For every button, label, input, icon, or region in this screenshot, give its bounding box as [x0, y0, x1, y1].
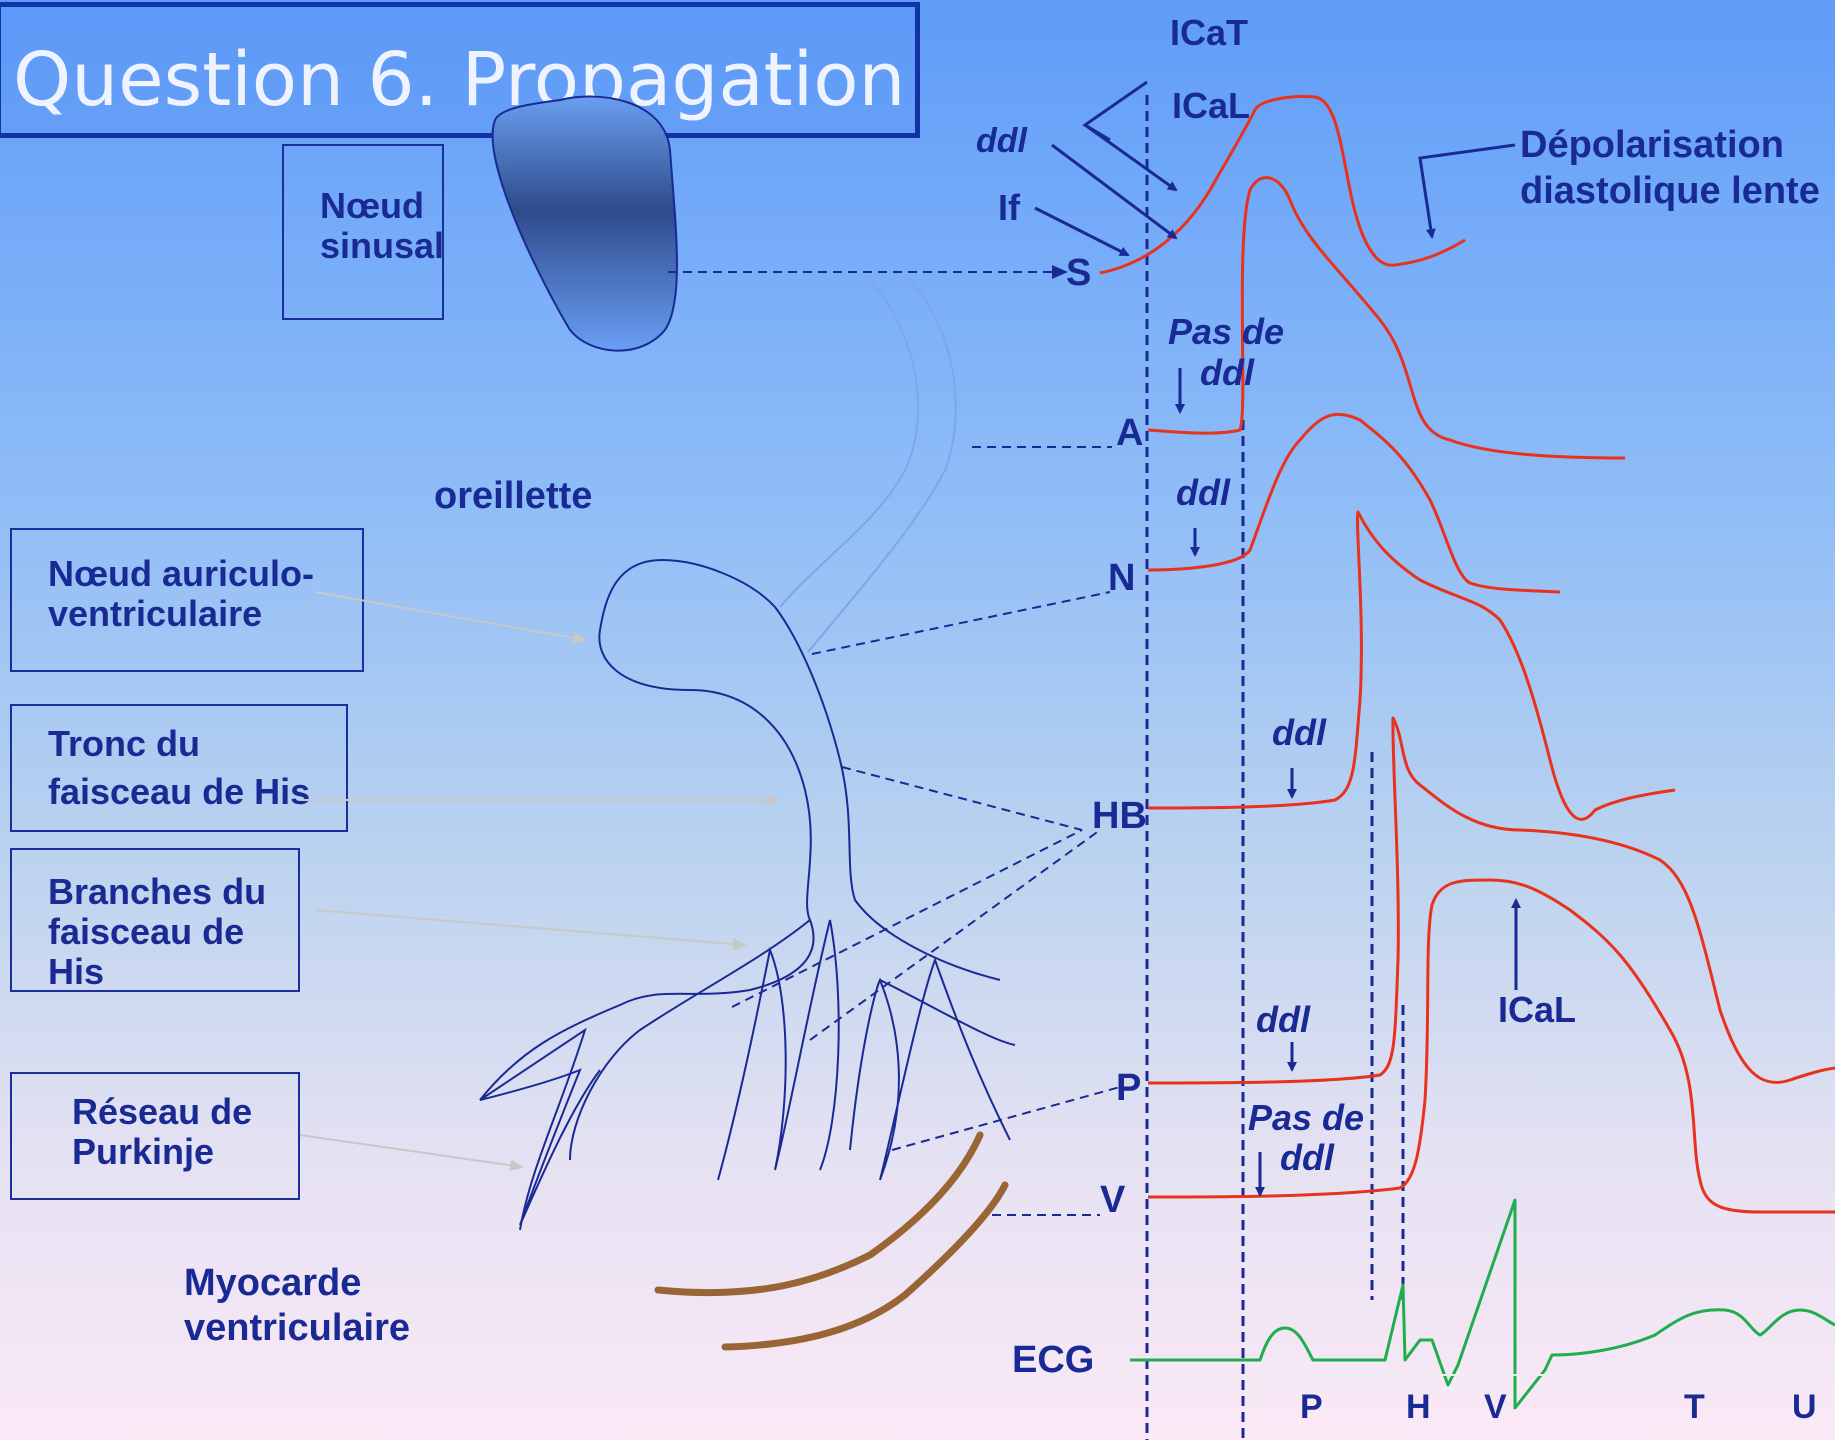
label-icat: ICaT [1170, 12, 1248, 53]
ecg-wave-v: V [1484, 1388, 1507, 1426]
trace-label-p: P [1116, 1067, 1141, 1109]
label-ddl-n: ddl [1176, 472, 1231, 513]
label-myocarde-line2: ventriculaire [184, 1307, 410, 1349]
connector-hb-3 [810, 830, 1100, 1040]
trace-label-v: V [1100, 1179, 1126, 1221]
trace-label-s: S [1066, 252, 1091, 294]
arrow-depol [1420, 145, 1515, 237]
ecg-trace [1130, 1200, 1835, 1408]
label-ical-v: ICaL [1498, 989, 1576, 1030]
connector-n [812, 592, 1110, 654]
pointer-branches-his [315, 910, 745, 945]
his-right-side [775, 607, 1000, 980]
label-ddl-p: ddl [1256, 999, 1311, 1040]
purkinje-fibers-4 [880, 980, 1015, 1045]
atrial-pathway-1 [780, 275, 918, 607]
label-depol-line2: diastolique lente [1520, 170, 1820, 212]
ap-purkinje [1148, 718, 1835, 1083]
trace-label-ecg: ECG [1012, 1339, 1094, 1381]
atrial-pathway-2 [808, 275, 956, 652]
label-pas-ddl-a-line2: ddl [1200, 352, 1255, 393]
connector-p [892, 1087, 1120, 1150]
label-pas-ddl-v-line2: ddl [1280, 1137, 1335, 1178]
label-pas-ddl-a-line1: Pas de [1168, 311, 1284, 352]
myocardium-curve-2 [725, 1185, 1005, 1347]
av-node-his-outline [480, 560, 814, 1230]
left-bundle [570, 920, 810, 1160]
label-ddl-hb: ddl [1272, 712, 1327, 753]
trace-label-hb: HB [1092, 795, 1147, 837]
ap-ventricle [1148, 880, 1835, 1212]
purkinje-fibers-1 [480, 1070, 600, 1225]
arrow-if [1035, 208, 1128, 255]
label-ddl-top: ddl [976, 122, 1029, 160]
purkinje-fibers-2 [718, 920, 839, 1180]
label-if: If [998, 187, 1021, 228]
sinus-node-shape [493, 97, 677, 351]
label-oreillette: oreillette [434, 475, 592, 517]
label-ical-top: ICaL [1172, 85, 1250, 126]
trace-label-n: N [1108, 557, 1135, 599]
ecg-wave-u: U [1792, 1388, 1817, 1426]
connector-hb-1 [842, 767, 1082, 830]
pointer-purkinje [300, 1135, 522, 1167]
ecg-wave-p: P [1300, 1388, 1323, 1426]
ecg-wave-t: T [1684, 1388, 1705, 1426]
ecg-wave-h: H [1406, 1388, 1431, 1426]
connector-hb-2 [732, 830, 1082, 1007]
label-myocarde-line1: Myocarde [184, 1262, 361, 1304]
pointer-av-node [315, 592, 585, 640]
arrow-ddl-top [1052, 145, 1176, 238]
trace-label-a: A [1116, 412, 1143, 454]
label-pas-ddl-v-line1: Pas de [1248, 1097, 1364, 1138]
label-depol-line1: Dépolarisation [1520, 124, 1784, 166]
